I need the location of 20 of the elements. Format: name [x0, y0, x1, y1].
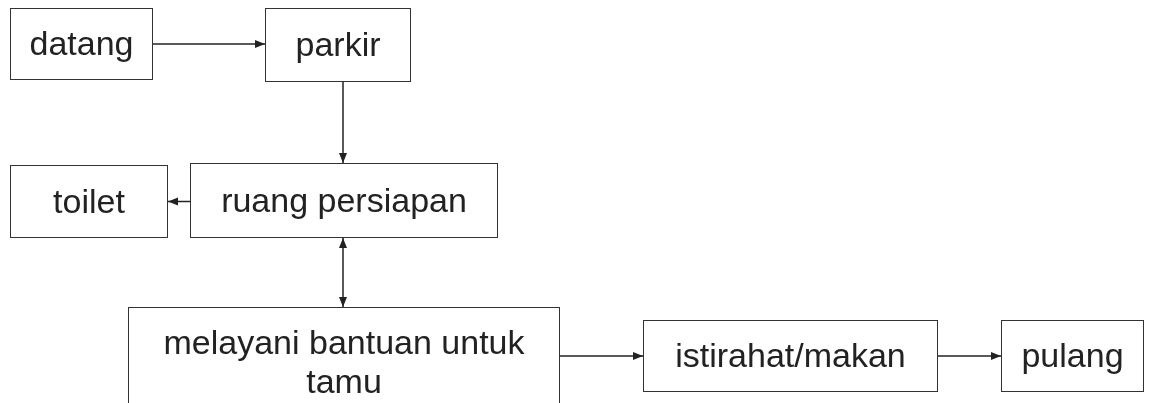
- process-box: [10, 165, 168, 238]
- arrow: [339, 81, 347, 164]
- arrow: [339, 237, 347, 308]
- node-label: istirahat/makan: [675, 336, 906, 376]
- process-box: [10, 8, 153, 80]
- process-box: [643, 320, 938, 392]
- arrow: [152, 40, 266, 48]
- process-box: [265, 8, 411, 82]
- node-label: melayani bantuan untuk tamu: [162, 322, 526, 402]
- process-box: [190, 163, 498, 238]
- node-label: pulang: [1021, 336, 1124, 376]
- arrow: [559, 352, 644, 360]
- arrow: [167, 197, 191, 206]
- node-label: ruang persiapan: [221, 180, 467, 221]
- process-box: [1001, 320, 1144, 392]
- node-label: datang: [29, 24, 134, 64]
- node-label: toilet: [53, 181, 125, 222]
- arrow: [937, 352, 1002, 360]
- node-label: parkir: [295, 25, 381, 65]
- process-box: [128, 307, 560, 403]
